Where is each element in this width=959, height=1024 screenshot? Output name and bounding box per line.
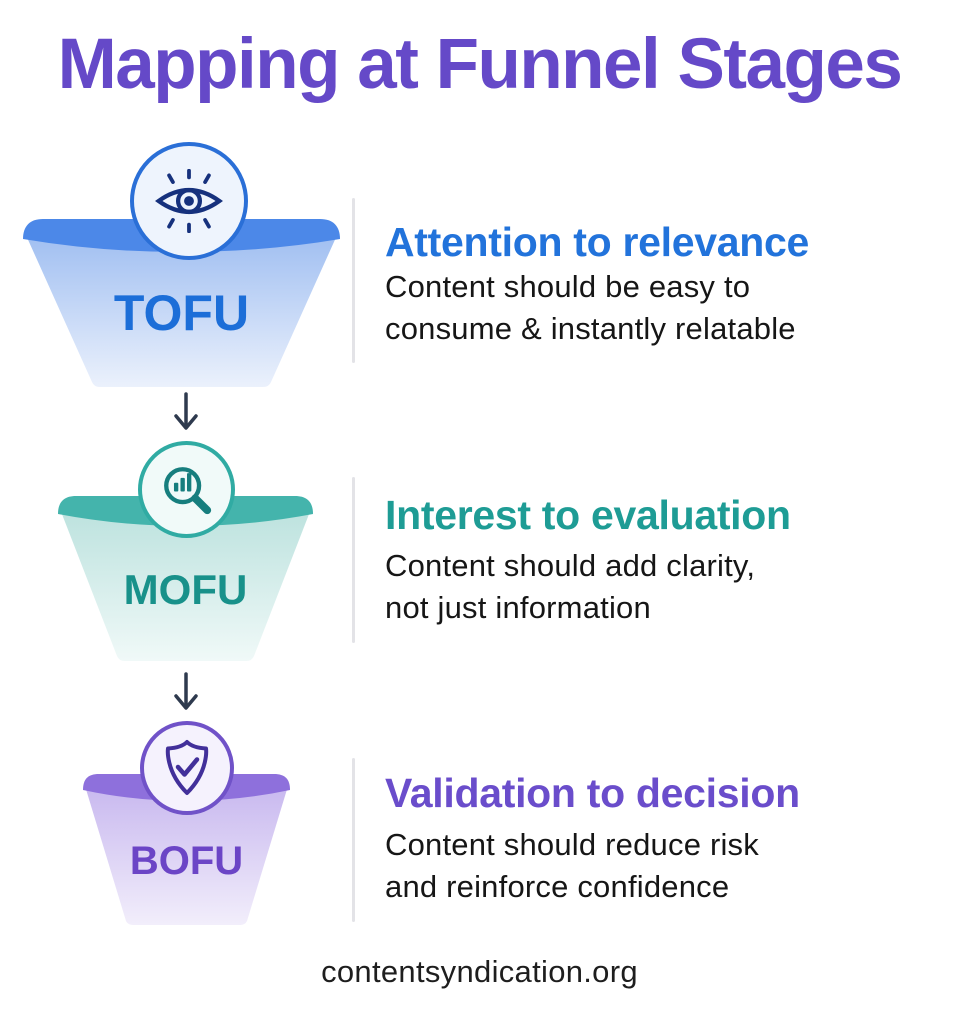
page-title: Mapping at Funnel Stages [57,25,903,104]
mofu-description-line1: Content should add clarity, [385,548,756,583]
bofu-description-line1: Content should reduce risk [385,827,759,862]
down-arrow-icon [174,672,198,710]
mofu-description: Content should add clarity, not just inf… [385,545,755,629]
tofu-label: TOFU [113,285,250,341]
bofu-heading: Validation to decision [385,770,800,816]
divider [352,477,355,643]
tofu-funnel-shape [23,219,340,387]
divider [352,198,355,363]
tofu-description-line1: Content should be easy to [385,269,751,304]
tofu-badge [130,142,248,260]
eye-icon [155,169,223,233]
mofu-heading: Interest to evaluation [385,492,791,538]
mofu-description-line2: not just information [385,590,651,625]
tofu-heading: Attention to relevance [385,219,809,265]
mofu-badge [138,441,235,538]
bofu-description: Content should reduce risk and reinforce… [385,824,759,908]
mofu-funnel-shape [58,496,313,661]
bofu-label: BOFU [129,839,244,883]
divider [352,758,355,922]
tofu-description: Content should be easy to consume & inst… [385,266,796,350]
bofu-description-line2: and reinforce confidence [385,869,730,904]
shield-check-icon [165,740,209,795]
tofu-description-line2: consume & instantly relatable [385,311,796,346]
bofu-badge [140,721,234,815]
mofu-label: MOFU [123,566,248,613]
magnifier-chart-icon [163,466,211,514]
down-arrow-icon [174,392,198,430]
footer-url: contentsyndication.org [321,954,638,989]
